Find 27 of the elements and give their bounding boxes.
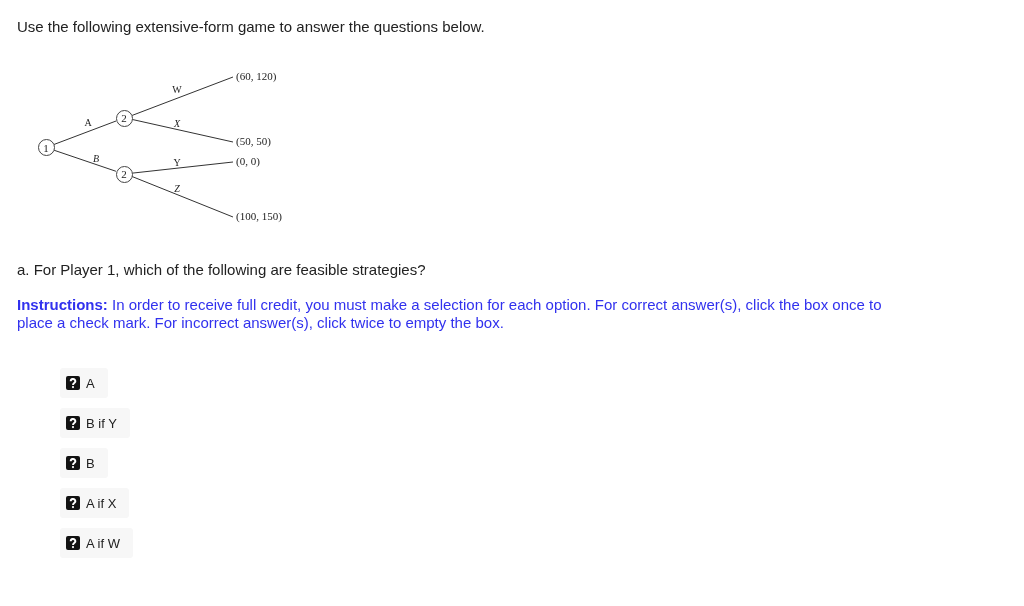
branch-line [131,76,234,116]
branch-line [53,120,117,145]
option-label: A if W [86,535,120,551]
question-text: a. For Player 1, which of the following are feasible strategies? [17,261,426,279]
branch-line [53,149,117,172]
option-label: A [86,375,95,391]
branch-line [131,119,234,143]
intro-text: Use the following extensive-form game to answer the questions below. [17,18,485,36]
branch-label: X [173,117,181,129]
player-node: 1 [37,139,55,156]
payoff-label: (50, 50) [236,134,271,148]
branch-label: Y [173,156,181,168]
player-node: 2 [115,109,133,127]
branch-label: Z [174,182,180,194]
option-label: B [86,455,95,471]
branch-line [131,161,234,174]
branch-label: B [92,152,100,164]
branch-label: A [84,116,92,128]
payoff-label: (0, 0) [236,154,260,168]
player-node: 2 [115,165,133,183]
option-label: B if Y [86,415,117,431]
instructions-text: Instructions: In order to receive full credit, you must make a selection for each option. For correct answer(s), click the box once to place a check mark. For incorrect answer(s), click twice to empty the box. [17,296,883,332]
branch-line [131,176,234,218]
payoff-label: (60, 120) [236,69,277,83]
payoff-label: (100, 150) [236,209,282,223]
branch-label: W [172,83,182,95]
option-label: A if X [86,495,117,511]
